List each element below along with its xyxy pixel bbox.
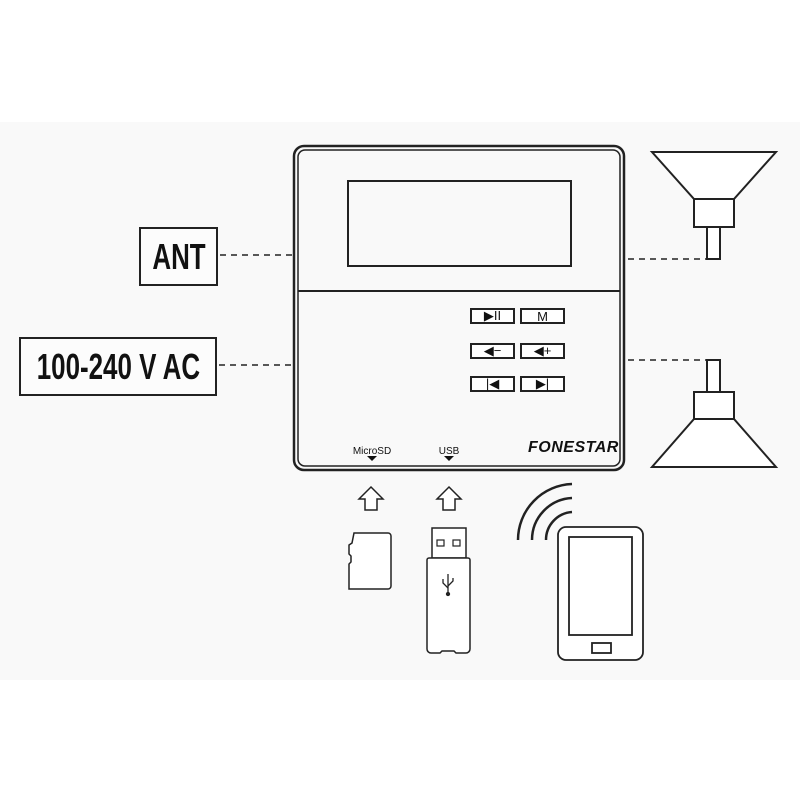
mode-button[interactable]: M (520, 308, 565, 324)
previous-button[interactable]: |◀ (470, 376, 515, 392)
play-pause-button[interactable]: ▶II (470, 308, 515, 324)
display-screen (347, 180, 572, 267)
microsd-card-icon (348, 532, 392, 590)
background-band (0, 122, 800, 680)
port-indicator-icons (367, 456, 454, 461)
usb-stick-icon (426, 527, 471, 654)
up-arrow-icons (357, 485, 463, 511)
usb-port-label: USB (438, 446, 460, 457)
speaker-bottom-icon (649, 359, 779, 468)
microsd-port-label: MicroSD (352, 446, 392, 457)
antenna-label: ANT (139, 227, 218, 286)
brand-logo: FONESTAR (528, 439, 619, 456)
next-button[interactable]: ▶| (520, 376, 565, 392)
power-label-text: 100-240 V AC (36, 345, 200, 387)
wireless-signal-icon (516, 482, 573, 541)
volume-down-button[interactable]: ◀− (470, 343, 515, 359)
antenna-label-text: ANT (151, 235, 206, 277)
smartphone-icon (557, 526, 644, 661)
volume-up-button[interactable]: ◀+ (520, 343, 565, 359)
connection-lines (219, 254, 707, 366)
speaker-top-icon (649, 151, 779, 260)
device-body (292, 144, 626, 472)
usb-symbol-icon (442, 574, 454, 597)
power-label: 100-240 V AC (19, 337, 217, 396)
